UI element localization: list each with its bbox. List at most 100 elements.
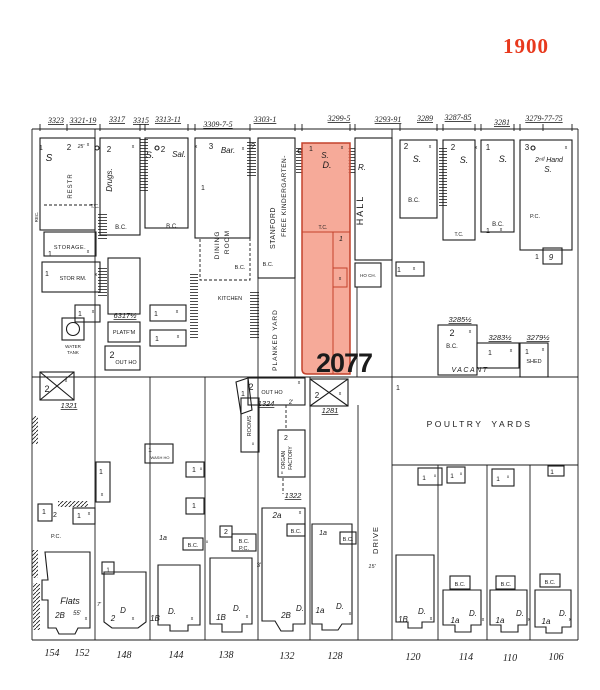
map-label: 2 bbox=[110, 614, 116, 623]
map-label: B.C. bbox=[501, 582, 512, 588]
map-label: 2 bbox=[224, 529, 228, 536]
map-label: REC. bbox=[34, 212, 39, 223]
map-label: 1B bbox=[216, 613, 226, 622]
map-label: x bbox=[429, 144, 432, 150]
map-label: S. bbox=[146, 150, 155, 160]
map-label: x bbox=[565, 145, 568, 151]
map-label: 2ⁿᵈ Hand bbox=[534, 157, 564, 164]
map-label: 1a bbox=[451, 616, 460, 625]
highlighted-parcel[interactable] bbox=[301, 142, 351, 375]
map-label: 2 bbox=[109, 350, 114, 360]
map-label: x bbox=[507, 474, 510, 479]
map-label: 2 bbox=[449, 328, 454, 338]
map-label: 1 bbox=[397, 267, 401, 274]
map-label: 1B bbox=[398, 615, 408, 624]
map-label: 2 bbox=[107, 145, 112, 154]
map-label: Sal. bbox=[172, 150, 186, 159]
map-label: 1 bbox=[422, 475, 426, 482]
map-label: STOR RM. bbox=[60, 276, 87, 282]
highlighted-parcel-details bbox=[302, 231, 350, 374]
map-label: T.C. bbox=[91, 204, 100, 210]
map-label: 3313-11 bbox=[154, 115, 181, 124]
map-label: 132 bbox=[280, 651, 295, 662]
map-label: KITCHEN bbox=[218, 296, 242, 302]
map-label: x bbox=[528, 617, 531, 623]
map-label: D. bbox=[168, 607, 176, 616]
map-label: x bbox=[475, 145, 478, 151]
map-label: 1 bbox=[496, 476, 500, 483]
map-label: S. bbox=[460, 155, 469, 165]
map-label: D. bbox=[418, 607, 426, 616]
map-label: P.C. bbox=[51, 534, 61, 540]
map-label: x bbox=[177, 334, 180, 340]
map-label: B.C. bbox=[188, 543, 199, 549]
map-label: S. bbox=[499, 154, 508, 164]
map-label: 154 bbox=[45, 648, 60, 659]
map-label: 3 bbox=[209, 142, 214, 151]
map-label: x bbox=[92, 309, 95, 315]
map-label: x bbox=[195, 144, 198, 150]
map-label: 3303-1 bbox=[253, 115, 277, 124]
map-label: 2B bbox=[280, 611, 291, 620]
map-label: 2 bbox=[44, 384, 49, 394]
map-label: 3' bbox=[257, 563, 261, 569]
map-label: x bbox=[176, 309, 179, 315]
map-label: 144 bbox=[169, 650, 184, 661]
map-label: 3299-5 bbox=[327, 114, 351, 123]
dwellings-layer bbox=[41, 507, 572, 635]
map-label: 3287-85 bbox=[444, 113, 472, 122]
map-label: 1 bbox=[42, 509, 46, 516]
map-label: 1281 bbox=[322, 406, 339, 415]
map-label: 2 bbox=[248, 382, 253, 392]
map-label: B.C. bbox=[166, 224, 178, 230]
map-label: x bbox=[299, 510, 302, 516]
map-label: x bbox=[339, 391, 342, 397]
lot-lines-layer bbox=[31, 124, 579, 641]
map-label: x bbox=[341, 145, 344, 151]
map-label: 3279½ bbox=[527, 333, 551, 342]
map-label: 1 bbox=[550, 469, 554, 476]
map-label: 1 bbox=[77, 513, 81, 520]
dashed-lines-layer bbox=[44, 204, 287, 494]
map-label: 1 bbox=[78, 311, 82, 318]
map-label: D. bbox=[559, 609, 567, 618]
map-label: Drugs. bbox=[105, 168, 114, 192]
map-label: RESTR bbox=[68, 173, 74, 198]
map-label: PLANKED YARD bbox=[272, 309, 279, 371]
map-label: 3317 bbox=[108, 115, 126, 124]
map-label: D. bbox=[323, 160, 332, 170]
map-label: B.C. bbox=[446, 344, 458, 350]
map-label: OUT HO bbox=[261, 390, 283, 396]
map-label: 1321 bbox=[61, 401, 78, 410]
map-label: x bbox=[88, 511, 91, 517]
map-label: 2 bbox=[161, 145, 166, 154]
map-label: 2B bbox=[54, 611, 65, 620]
map-label: 1 bbox=[106, 568, 110, 574]
map-label: 3 bbox=[525, 143, 530, 152]
map-label: x bbox=[191, 616, 194, 622]
map-label: B.C. bbox=[492, 222, 504, 228]
map-label: 3315 bbox=[132, 116, 149, 125]
year-label: 1900 bbox=[503, 34, 549, 58]
map-label: 120 bbox=[406, 652, 421, 663]
map-label: x bbox=[349, 611, 352, 617]
map-label: x bbox=[65, 378, 68, 384]
crossed-box-1321 bbox=[39, 371, 75, 401]
map-label: x bbox=[413, 266, 416, 272]
map-label: 3321-19 bbox=[69, 116, 97, 125]
map-label: WASH HO bbox=[151, 455, 170, 460]
map-label: 1a bbox=[316, 606, 325, 615]
map-label: 15' bbox=[368, 564, 376, 570]
map-label: TANK bbox=[67, 350, 79, 355]
map-label: x bbox=[85, 616, 88, 622]
map-label: 3323 bbox=[47, 116, 64, 125]
map-label: 2a bbox=[272, 511, 282, 520]
map-label: 3309-7-5 bbox=[202, 120, 232, 129]
map-label: B.C. bbox=[408, 198, 420, 204]
map-label: 1324 bbox=[258, 399, 275, 408]
map-label: STORAGE. bbox=[54, 245, 86, 251]
map-label: D. bbox=[296, 604, 304, 613]
map-label: DRIVE bbox=[371, 526, 380, 554]
map-label: B.C. bbox=[343, 537, 354, 543]
